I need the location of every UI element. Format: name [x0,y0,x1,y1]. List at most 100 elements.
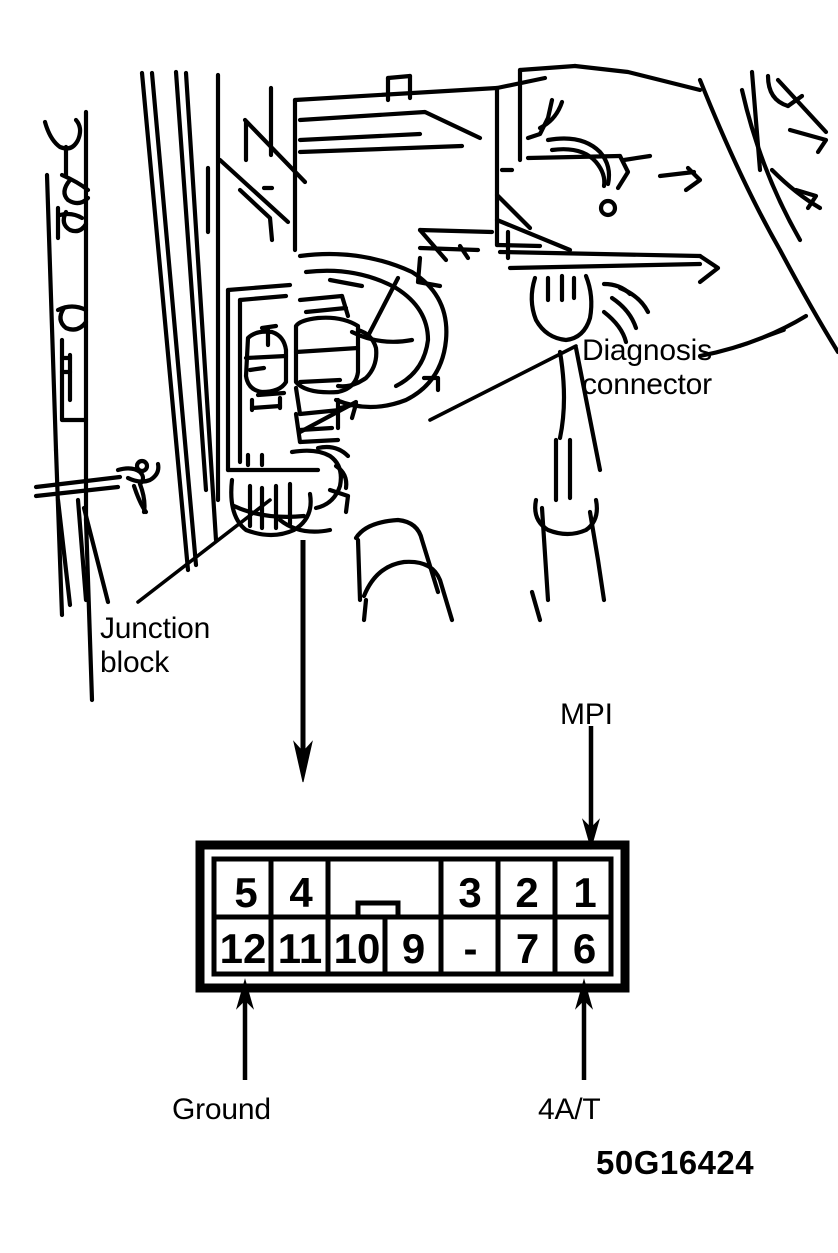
transfer-arrow-head [293,740,313,783]
panel-bottom-slant-b [75,497,89,603]
right-panel-lower-edge [494,242,543,249]
round-duct-inner [303,268,431,389]
diagnosis-wire-a [557,349,567,441]
clip-curve-upper [62,177,91,206]
connector-outer-shell [195,840,630,993]
relay-pin-a [247,365,267,373]
junction-block-lower-body [229,477,313,538]
pedal-pivot-dot [134,458,150,474]
pin-label-5: 5 [234,869,258,916]
left-shelf-edge [417,227,495,235]
pin-label-blank: - [463,925,478,972]
dash-corner-fold [237,187,275,243]
right-panel-rib-a [525,153,623,161]
right-panel-fold-b [537,99,565,131]
panel-step [59,337,89,423]
left-shelf-rib [417,245,481,253]
round-duct-corner-mark [421,375,441,393]
junction-block-curve [231,503,307,519]
bracket-top-edge [292,85,500,103]
center-connector-rib [293,345,361,355]
mpi-label: MPI [560,698,613,731]
bracket-inner-fold [297,109,483,141]
clip-curve-lower [61,209,89,234]
arc-line-c [775,77,829,135]
hook-detail-upper [42,117,83,151]
pin-label-1: 1 [573,869,597,916]
relay-body [243,329,289,395]
ground-arrow-head [235,978,255,1010]
right-panel-arrow-mark-a [683,165,703,193]
floor-hump-a [361,559,455,623]
junction-plug-base [327,487,351,515]
panel-bottom-slant-a [55,497,73,608]
pin-label-9: 9 [401,925,426,972]
panel-mid-bracket [55,304,89,313]
junction-plug-wire-tip [337,401,359,421]
harness-line-4 [183,70,219,543]
accel-pedal-right [587,509,607,603]
round-duct-rib-a [297,293,345,303]
windshield-arc-b [739,87,803,243]
mpi-arrow-head [581,818,601,850]
four-at-label: 4A/T [538,1093,601,1126]
bracket-rib-a [297,131,423,143]
vehicle-interior-outline-group [33,63,838,703]
center-connector-leg [293,411,303,445]
pointer-arrow-group [235,540,601,1080]
diagnosis-connector-leader-right [738,328,786,348]
shelf-corner [415,255,443,289]
relay-split [243,353,289,361]
pedal-arm-top [33,474,123,490]
shroud-top-left [225,282,293,293]
dash-diagonal-a [242,117,308,185]
pin-label-7: 7 [515,925,540,972]
round-duct-outer [297,251,449,410]
junction-plug-body [289,448,343,511]
arc-arrow-b [787,127,829,155]
clip-curve-mid [58,305,89,332]
diagnosis-wire-b [573,345,603,473]
shroud-pin-top [259,323,279,331]
diagnosis-connector-leader-line [428,344,578,422]
right-panel-top-b [517,63,578,73]
connector-locking-tab [355,900,401,917]
dash-diagonal-b [217,157,291,225]
right-panel-fold-a [525,97,555,141]
shroud-inner-top [237,293,289,303]
right-panel-rib-b [621,153,653,163]
bracket-rib-b [297,143,465,155]
diagnosis-connector-label: Diagnosis connector [582,334,712,401]
right-panel-tongue [545,136,612,187]
lower-arc [697,313,809,359]
pin-label-3: 3 [458,869,482,916]
at-arrow-head [574,978,594,1010]
right-panel-rib-c [657,169,697,179]
harness-line-2 [149,70,199,568]
center-connector-body [293,315,361,395]
arc-arrow-a [765,73,791,109]
pin-label-6: 6 [572,925,597,972]
shelf-end-fold [697,253,721,285]
center-connector-foot [297,437,341,445]
windshield-arc-a [697,77,838,355]
brake-pedal-left [355,537,363,603]
junction-plug-side [333,463,349,491]
shelf-long-rib-b [507,261,703,271]
round-duct-rib-b [303,305,349,315]
round-duct-rib-join [339,293,351,319]
diagnosis-connector-hook [601,281,633,297]
center-connector-base [293,385,343,417]
shroud-slot-a [255,390,287,398]
bracket-tab-top [385,73,413,81]
junction-block-label: Junction block [100,612,211,679]
round-duct-spoke-a [327,277,365,289]
pedal-arm-bottom [33,484,121,499]
junction-block-leader-line [136,498,272,604]
pin-label-2: 2 [515,869,539,916]
junction-block-bottom-curve [277,517,333,534]
right-panel-tongue-inner [549,147,607,189]
diagnosis-connector-body [529,273,594,343]
